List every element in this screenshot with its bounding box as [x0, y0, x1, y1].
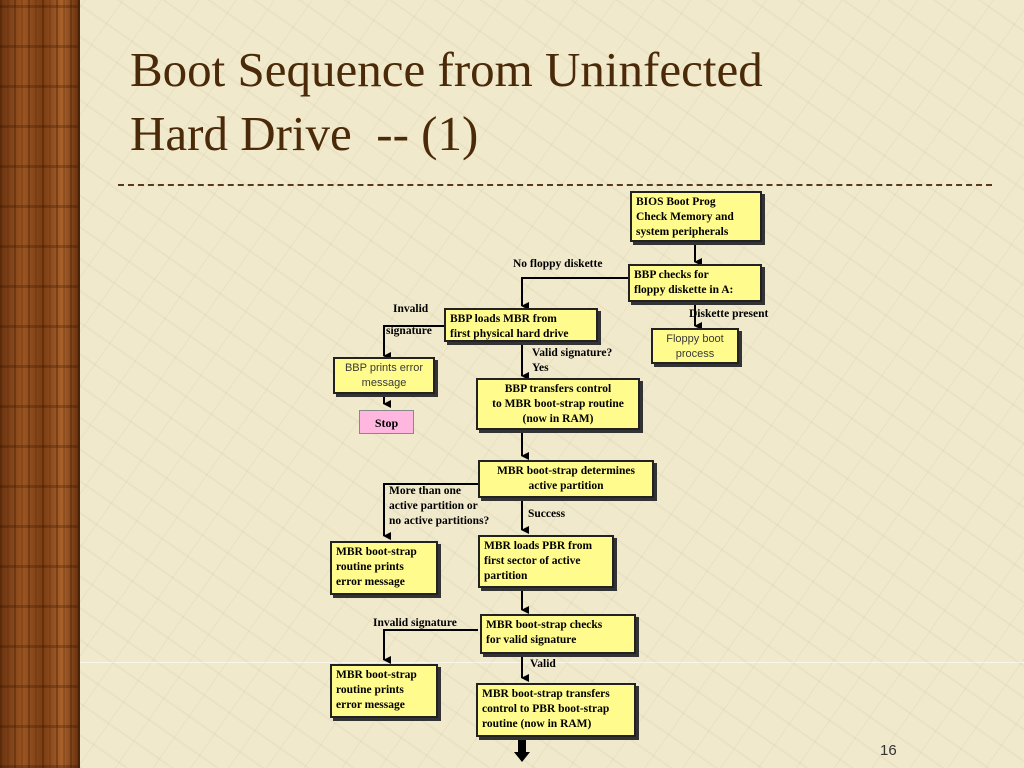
- arrow-more-than-one: [383, 483, 478, 540]
- label-success: Success: [528, 508, 566, 520]
- arrow-invalid-signature-2: [383, 629, 478, 664]
- box-mbr-error-message-2: MBR boot-strap routine prints error mess…: [330, 664, 438, 718]
- box-bbp-checks-floppy: BBP checks for floppy diskette in A:: [628, 264, 762, 302]
- label-more-than-one: More than one active partition or no act…: [389, 485, 490, 527]
- box-bbp-prints-error: BBP prints error message: [333, 357, 435, 394]
- arrow-invalid-signature-1: [383, 325, 446, 360]
- box-mbr-determines-partition: MBR boot-strap determines active partiti…: [478, 460, 654, 498]
- stop-terminal: Stop: [359, 410, 414, 434]
- label-invalid: Invalid: [393, 303, 429, 315]
- title-line-2: Hard Drive -- (1): [130, 106, 479, 161]
- label-signature: signature: [386, 325, 432, 337]
- arrow-no-floppy: [521, 277, 628, 310]
- title-divider: [118, 184, 992, 186]
- label-diskette-present: Diskette present: [689, 308, 769, 320]
- box-bios-boot-prog: BIOS Boot Prog Check Memory and system p…: [630, 191, 762, 242]
- label-valid: Valid: [530, 658, 556, 670]
- title-line-1: Boot Sequence from Uninfected: [130, 42, 763, 97]
- label-no-floppy: No floppy diskette: [513, 258, 603, 270]
- arrow-continue-down: [514, 738, 530, 762]
- box-mbr-loads-pbr: MBR loads PBR from first sector of activ…: [478, 535, 614, 588]
- box-floppy-boot-process: Floppy boot process: [651, 328, 739, 364]
- box-mbr-transfers-control: MBR boot-strap transfers control to PBR …: [476, 683, 636, 737]
- faint-rule: [80, 662, 1024, 663]
- label-valid-signature-yes: Valid signature? Yes: [532, 347, 613, 374]
- box-mbr-checks-signature: MBR boot-strap checks for valid signatur…: [480, 614, 636, 654]
- slide-title: Boot Sequence from Uninfected Hard Drive…: [130, 38, 990, 166]
- box-bbp-transfers-control: BBP transfers control to MBR boot-strap …: [476, 378, 640, 430]
- box-bbp-loads-mbr: BBP loads MBR from first physical hard d…: [444, 308, 598, 342]
- label-invalid-signature: Invalid signature: [373, 617, 457, 629]
- box-mbr-error-message-1: MBR boot-strap routine prints error mess…: [330, 541, 438, 595]
- wood-side-bar: [0, 0, 80, 768]
- page-number: 16: [880, 742, 897, 759]
